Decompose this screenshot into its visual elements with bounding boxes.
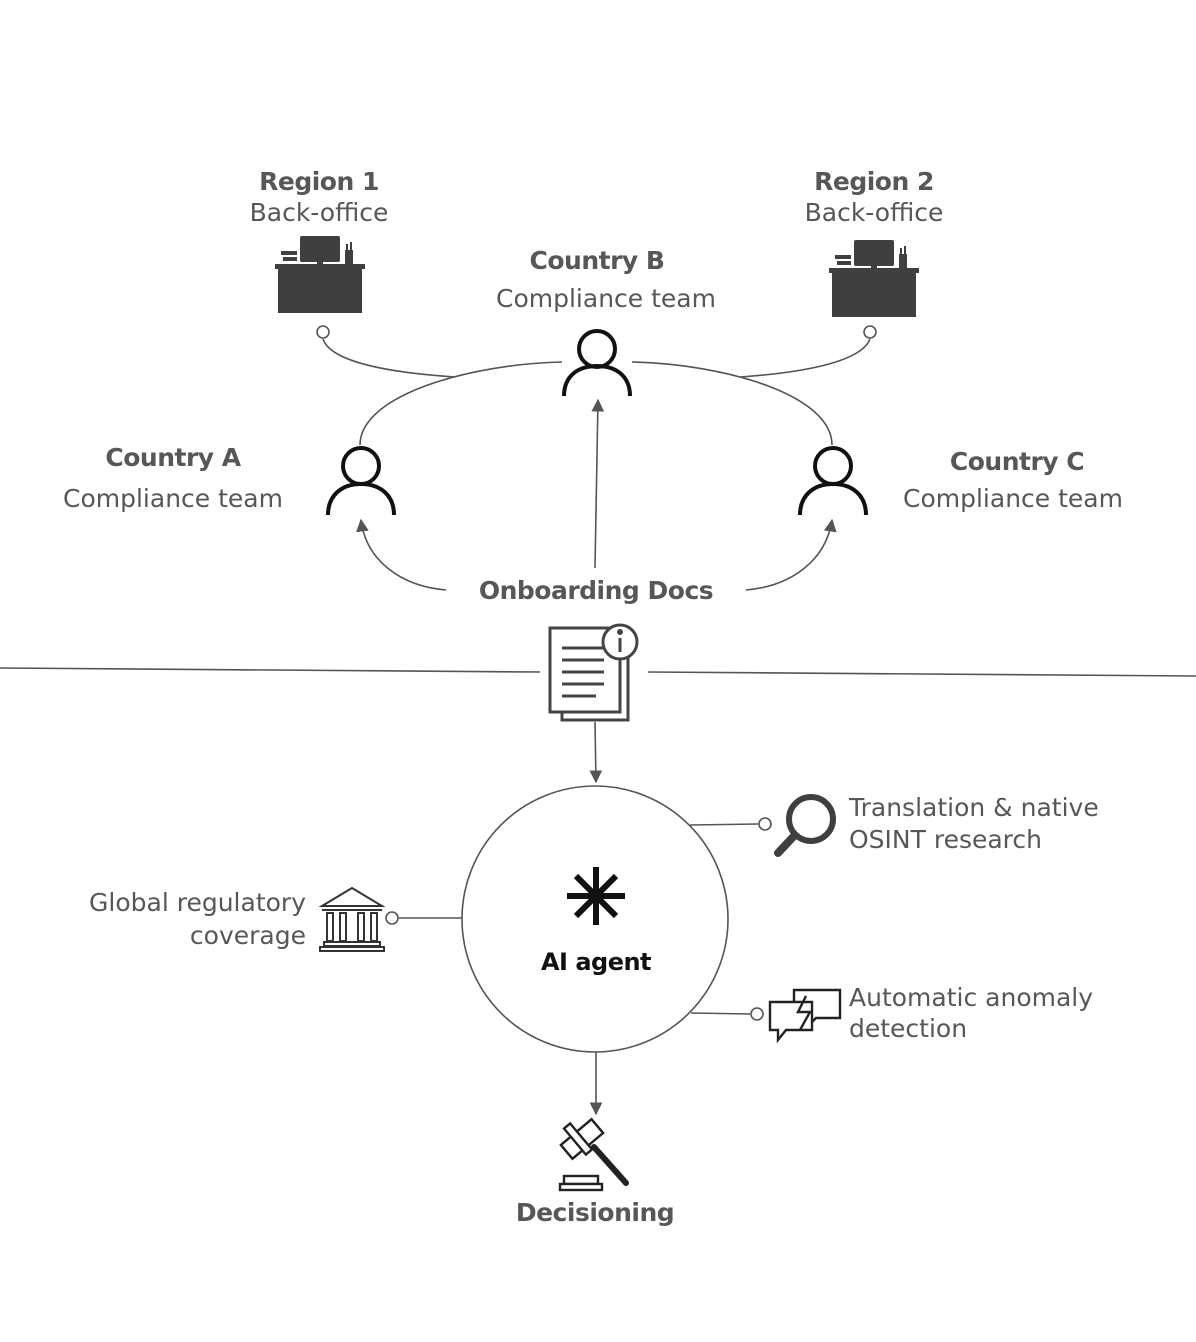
chat-alert-icon: [768, 988, 842, 1044]
region1-connector-dot: [316, 325, 330, 339]
anomaly-line2: detection: [849, 1014, 968, 1043]
country-a-title: Country A: [105, 443, 241, 472]
person-icon: [798, 446, 868, 516]
region1-connector: [322, 338, 456, 378]
anomaly-connector-dot: [750, 1007, 764, 1021]
asterisk-icon: [567, 867, 625, 925]
separator-line-left: [0, 667, 541, 673]
region2-connector-dot: [863, 325, 877, 339]
country-link-right: [631, 361, 833, 446]
document-info-icon: [548, 623, 639, 722]
desk-icon: [275, 236, 365, 313]
person-icon: [562, 329, 632, 397]
arrow-docs-to-country-a: [356, 518, 447, 591]
regulatory-connector-dot: [385, 911, 399, 925]
country-b-subtitle: Compliance team: [496, 284, 716, 313]
arrow-docs-to-country-c: [745, 518, 837, 591]
country-b-title: Country B: [529, 246, 665, 275]
country-a-subtitle: Compliance team: [63, 484, 283, 513]
translation-line1: Translation & native: [849, 793, 1099, 822]
arrow-docs-to-agent: [589, 721, 603, 784]
country-c-subtitle: Compliance team: [903, 484, 1123, 513]
country-link-left: [359, 361, 563, 446]
gavel-icon: [558, 1117, 629, 1192]
translation-line2: OSINT research: [849, 825, 1042, 854]
ai-agent-label: AI agent: [540, 948, 652, 976]
bank-icon: [318, 886, 386, 952]
translation-connector-dot: [758, 817, 772, 831]
separator-line-right: [647, 671, 1196, 677]
regulatory-line2: coverage: [189, 921, 306, 950]
arrow-docs-to-country-b: [591, 398, 605, 569]
region1-subtitle: Back-office: [249, 198, 389, 227]
regulatory-line1: Global regulatory: [89, 888, 306, 917]
region2-title: Region 2: [814, 167, 934, 196]
anomaly-line1: Automatic anomaly: [849, 983, 1094, 1012]
magnifier-icon: [774, 794, 836, 857]
country-c-title: Country C: [949, 447, 1085, 476]
onboarding-docs-label: Onboarding Docs: [478, 576, 714, 605]
desk-icon: [829, 240, 919, 317]
anomaly-connector: [690, 1012, 751, 1015]
decisioning-label: Decisioning: [515, 1198, 675, 1227]
translation-connector: [689, 823, 759, 826]
region1-title: Region 1: [259, 167, 379, 196]
person-icon: [326, 446, 396, 516]
region2-connector: [739, 338, 871, 378]
region2-subtitle: Back-office: [804, 198, 944, 227]
